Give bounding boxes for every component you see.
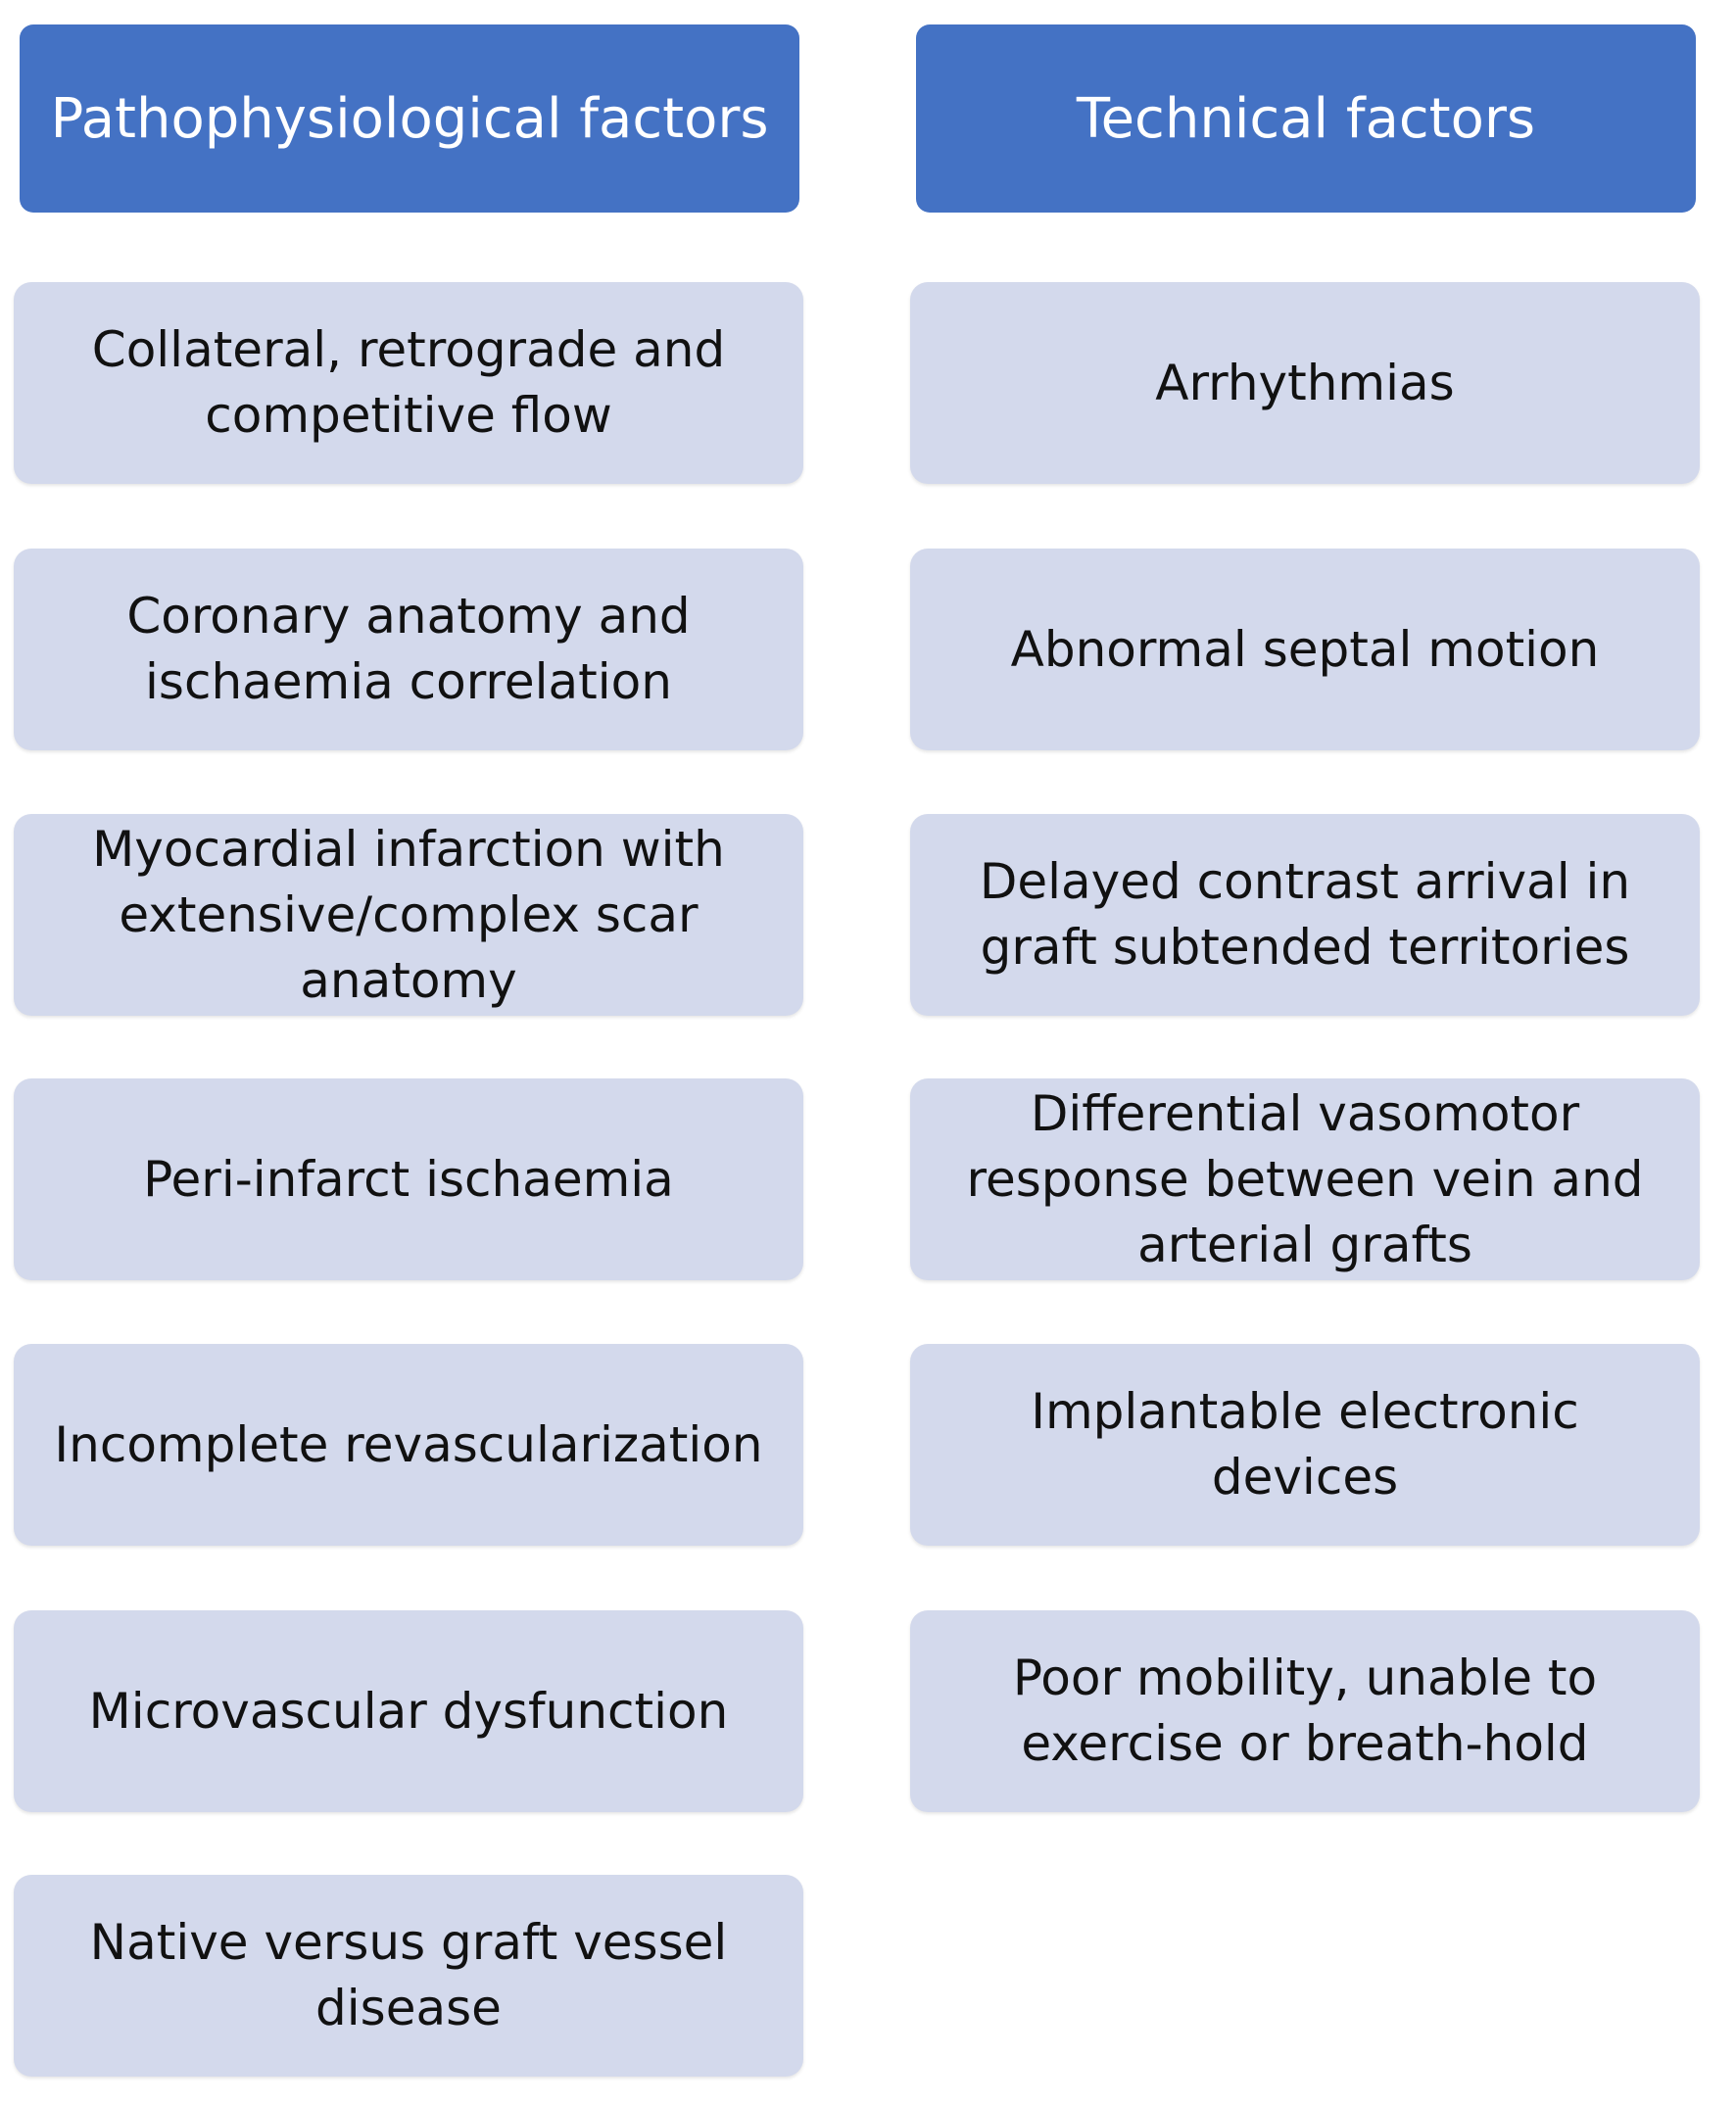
- factor-box: Native versus graft vessel disease: [14, 1875, 803, 2077]
- factor-label: Myocardial infarction with extensive/com…: [92, 820, 725, 1009]
- factor-label: Arrhythmias: [1155, 354, 1455, 411]
- factor-box: Incomplete revascularization: [14, 1344, 803, 1546]
- pathophysiological-factors-column: Pathophysiological factors Collateral, r…: [14, 0, 803, 2105]
- factor-box: Abnormal septal motion: [910, 549, 1700, 750]
- factor-label: Delayed contrast arrival in graft subten…: [979, 853, 1631, 976]
- factor-label: Abnormal septal motion: [1010, 620, 1600, 678]
- factor-box: Delayed contrast arrival in graft subten…: [910, 814, 1700, 1016]
- factor-box: Peri-infarct ischaemia: [14, 1078, 803, 1280]
- factor-box: Arrhythmias: [910, 282, 1700, 484]
- factor-label: Incomplete revascularization: [54, 1415, 763, 1473]
- factor-label: Collateral, retrograde and competitive f…: [91, 321, 726, 444]
- factor-box: Collateral, retrograde and competitive f…: [14, 282, 803, 484]
- factor-label: Microvascular dysfunction: [88, 1682, 729, 1740]
- column-header-pathophysiological: Pathophysiological factors: [20, 24, 799, 213]
- factor-label: Implantable electronic devices: [1031, 1383, 1579, 1506]
- column-header-label: Technical factors: [1076, 86, 1536, 151]
- factor-box: Coronary anatomy and ischaemia correlati…: [14, 549, 803, 750]
- factor-label: Peri-infarct ischaemia: [143, 1150, 674, 1208]
- column-header-technical: Technical factors: [916, 24, 1696, 213]
- factor-label: Native versus graft vessel disease: [89, 1914, 728, 2036]
- factor-label: Poor mobility, unable to exercise or bre…: [1012, 1650, 1598, 1772]
- factor-label: Coronary anatomy and ischaemia correlati…: [126, 588, 691, 710]
- column-header-label: Pathophysiological factors: [50, 86, 769, 151]
- factor-box: Microvascular dysfunction: [14, 1610, 803, 1812]
- factor-box: Myocardial infarction with extensive/com…: [14, 814, 803, 1016]
- factor-label: Differential vasomotor response between …: [966, 1084, 1644, 1273]
- factor-box: Poor mobility, unable to exercise or bre…: [910, 1610, 1700, 1812]
- factor-box: Implantable electronic devices: [910, 1344, 1700, 1546]
- factor-box: Differential vasomotor response between …: [910, 1078, 1700, 1280]
- technical-factors-column: Technical factors Arrhythmias Abnormal s…: [910, 0, 1700, 2105]
